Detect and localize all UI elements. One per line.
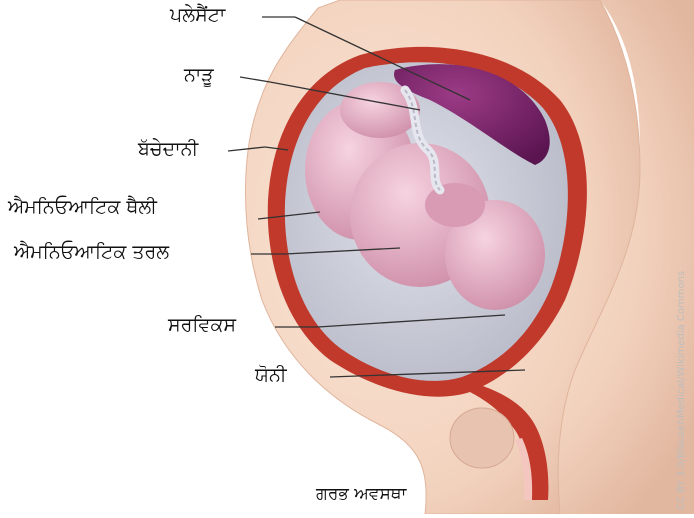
image-credit: CC BY 3.0/BlausenMedical/Wikimedia Commo…: [676, 271, 687, 510]
label-placenta: ਪਲੇਸੈਂਟਾ: [170, 6, 225, 25]
label-amniotic-fluid: ਐਮਨਿਓਆਟਿਕ ਤਰਲ: [14, 243, 169, 262]
fetus-arm: [425, 183, 485, 227]
label-umbilical-cord: ਨਾੜੂ: [184, 66, 214, 85]
label-uterus: ਬੱਚੇਦਾਨੀ: [138, 140, 198, 159]
label-cervix: ਸਰਵਿਕਸ: [168, 316, 236, 335]
diagram-caption: ਗਰਭ ਅਵਸਥਾ: [316, 484, 406, 504]
bladder: [450, 408, 514, 468]
leader-umbilical-cord: [240, 77, 270, 82]
label-vagina: ਯੋਨੀ: [255, 366, 287, 385]
label-amniotic-sac: ਐਮਨਿਓਆਟਿਕ ਥੈਲੀ: [8, 198, 157, 217]
